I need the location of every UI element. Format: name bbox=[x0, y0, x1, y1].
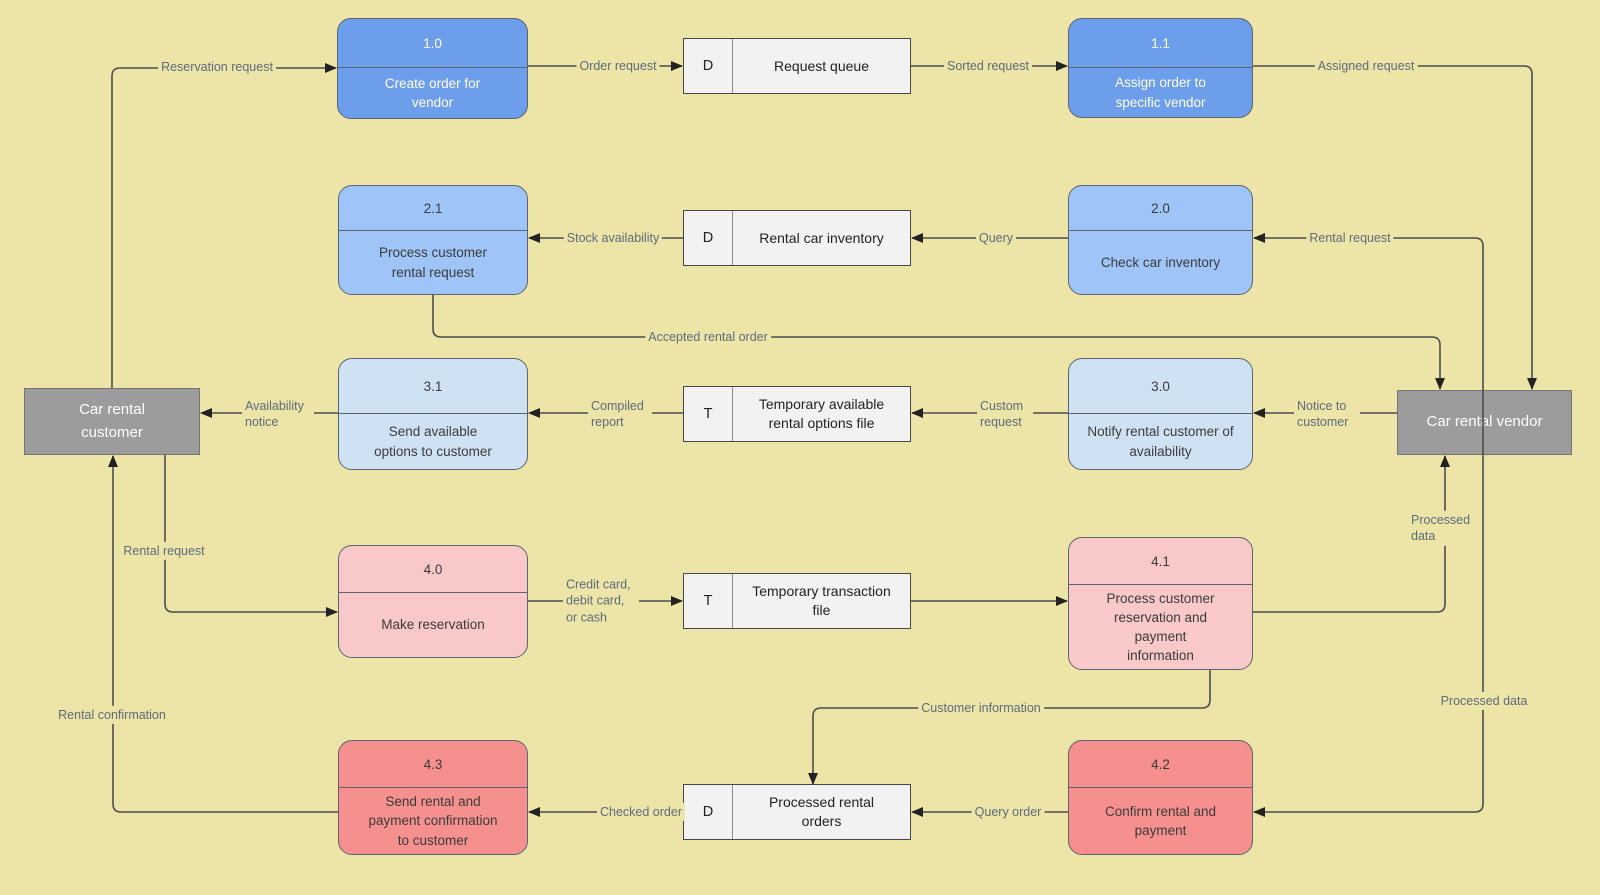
flow-label-sorted-request[interactable]: Sorted request bbox=[944, 56, 1032, 76]
process-label: Check car inventory bbox=[1100, 254, 1221, 270]
process-2.1-process-customer-rental-request[interactable]: 2.1 Process customer rental request bbox=[338, 185, 528, 295]
process-label: Process customer reservation and payment… bbox=[1106, 590, 1215, 664]
datastore-type-badge: T bbox=[684, 574, 733, 628]
datastore-label: Processed rental orders bbox=[768, 794, 875, 829]
datastore-temporary-available-rental-options-file[interactable]: T Temporary available rental options fil… bbox=[683, 386, 911, 442]
process-number: 1.0 bbox=[338, 19, 527, 68]
flow-rental-request-customer-line[interactable] bbox=[164, 455, 338, 617]
datastore-request-queue[interactable]: D Request queue bbox=[683, 38, 911, 94]
flow-label-query[interactable]: Query bbox=[975, 228, 1017, 248]
flow-reservation-request-line[interactable] bbox=[111, 63, 337, 388]
process-number: 1.1 bbox=[1069, 19, 1252, 68]
flow-label-order-request[interactable]: Order request bbox=[576, 56, 660, 76]
datastore-label: Request queue bbox=[774, 57, 869, 74]
flow-label-notice-to-customer[interactable]: Notice to customer bbox=[1294, 396, 1360, 432]
flow-label-compiled-report[interactable]: Compiled report bbox=[588, 396, 652, 432]
flow-rental-request-vendor-line[interactable] bbox=[1253, 233, 1484, 390]
flow-label-rental-request-customer[interactable]: Rental request bbox=[120, 541, 208, 561]
process-number: 2.0 bbox=[1069, 186, 1252, 231]
process-label: Send available options to customer bbox=[374, 424, 492, 459]
flow-label-accepted-rental-order[interactable]: Accepted rental order bbox=[645, 327, 771, 347]
process-label: Create order for vendor bbox=[384, 75, 481, 110]
flow-label-processed-data-to-confirm[interactable]: Processed data bbox=[1437, 691, 1531, 711]
entity-label: Car rental customer bbox=[79, 401, 145, 441]
process-1.1-assign-order-to-specific-vendor[interactable]: 1.1 Assign order to specific vendor bbox=[1068, 18, 1253, 118]
datastore-label: Temporary available rental options file bbox=[758, 396, 885, 431]
process-2.0-check-car-inventory[interactable]: 2.0 Check car inventory bbox=[1068, 185, 1253, 295]
flow-assigned-request-line[interactable] bbox=[1253, 65, 1537, 390]
flow-label-rental-confirmation[interactable]: Rental confirmation bbox=[55, 705, 169, 725]
process-label: Process customer rental request bbox=[378, 245, 488, 280]
process-label: Send rental and payment confirmation to … bbox=[368, 794, 498, 848]
flow-processed-data-to-vendor-line[interactable] bbox=[1253, 455, 1450, 613]
process-number: 3.1 bbox=[339, 359, 527, 414]
flow-processed-data-to-confirm-line[interactable] bbox=[1253, 455, 1484, 817]
flow-label-assigned-request[interactable]: Assigned request bbox=[1314, 56, 1418, 76]
process-number: 3.0 bbox=[1069, 359, 1252, 414]
entity-car-rental-customer[interactable]: Car rental customer bbox=[24, 388, 200, 455]
datastore-label: Rental car inventory bbox=[759, 229, 884, 246]
process-number: 4.1 bbox=[1069, 538, 1252, 585]
process-label: Notify rental customer of availability bbox=[1087, 424, 1234, 459]
process-4.1-process-customer-reservation-and-payment-information[interactable]: 4.1 Process customer reservation and pay… bbox=[1068, 537, 1253, 670]
process-number: 4.2 bbox=[1069, 741, 1252, 788]
entity-label: Car rental vendor bbox=[1426, 413, 1543, 431]
flow-label-customer-information[interactable]: Customer information bbox=[918, 698, 1044, 718]
process-number: 4.3 bbox=[339, 741, 527, 788]
datastore-type-badge: D bbox=[684, 211, 733, 265]
process-number: 4.0 bbox=[339, 546, 527, 593]
process-label: Assign order to specific vendor bbox=[1115, 75, 1206, 110]
datastore-type-badge: T bbox=[684, 387, 733, 441]
process-4.2-confirm-rental-and-payment[interactable]: 4.2 Confirm rental and payment bbox=[1068, 740, 1253, 855]
process-label: Confirm rental and payment bbox=[1104, 803, 1217, 838]
flow-accepted-rental-order-line[interactable] bbox=[432, 295, 1445, 390]
process-1.0-create-order-for-vendor[interactable]: 1.0 Create order for vendor bbox=[337, 18, 528, 119]
process-3.0-notify-rental-customer-of-availability[interactable]: 3.0 Notify rental customer of availabili… bbox=[1068, 358, 1253, 470]
process-number: 2.1 bbox=[339, 186, 527, 231]
flow-label-checked-order[interactable]: Checked order bbox=[597, 802, 685, 822]
flow-label-reservation-request[interactable]: Reservation request bbox=[158, 57, 276, 77]
flow-label-processed-data-to-vendor[interactable]: Processed data bbox=[1408, 510, 1478, 546]
flow-label-rental-request-vendor[interactable]: Rental request bbox=[1306, 228, 1394, 248]
process-3.1-send-available-options-to-customer[interactable]: 3.1 Send available options to customer bbox=[338, 358, 528, 470]
datastore-processed-rental-orders[interactable]: D Processed rental orders bbox=[683, 784, 911, 840]
datastore-label: Temporary transaction file bbox=[752, 583, 891, 618]
flow-label-custom-request[interactable]: Custom request bbox=[977, 396, 1033, 432]
datastore-rental-car-inventory[interactable]: D Rental car inventory bbox=[683, 210, 911, 266]
process-4.3-send-rental-and-payment-confirmation-to-customer[interactable]: 4.3 Send rental and payment confirmation… bbox=[338, 740, 528, 855]
flow-rental-confirmation-line[interactable] bbox=[108, 455, 338, 813]
entity-car-rental-vendor[interactable]: Car rental vendor bbox=[1397, 390, 1572, 455]
process-label: Make reservation bbox=[381, 617, 485, 633]
datastore-type-badge: D bbox=[684, 785, 733, 839]
flow-label-stock-availability[interactable]: Stock availability bbox=[563, 228, 663, 248]
flow-label-availability-notice[interactable]: Availability notice bbox=[242, 396, 314, 432]
flow-label-credit-card-debit-card-or-cash[interactable]: Credit card, debit card, or cash bbox=[563, 575, 639, 627]
datastore-type-badge: D bbox=[684, 39, 733, 93]
flow-label-query-order[interactable]: Query order bbox=[971, 802, 1045, 822]
process-4.0-make-reservation[interactable]: 4.0 Make reservation bbox=[338, 545, 528, 658]
datastore-temporary-transaction-file[interactable]: T Temporary transaction file bbox=[683, 573, 911, 629]
